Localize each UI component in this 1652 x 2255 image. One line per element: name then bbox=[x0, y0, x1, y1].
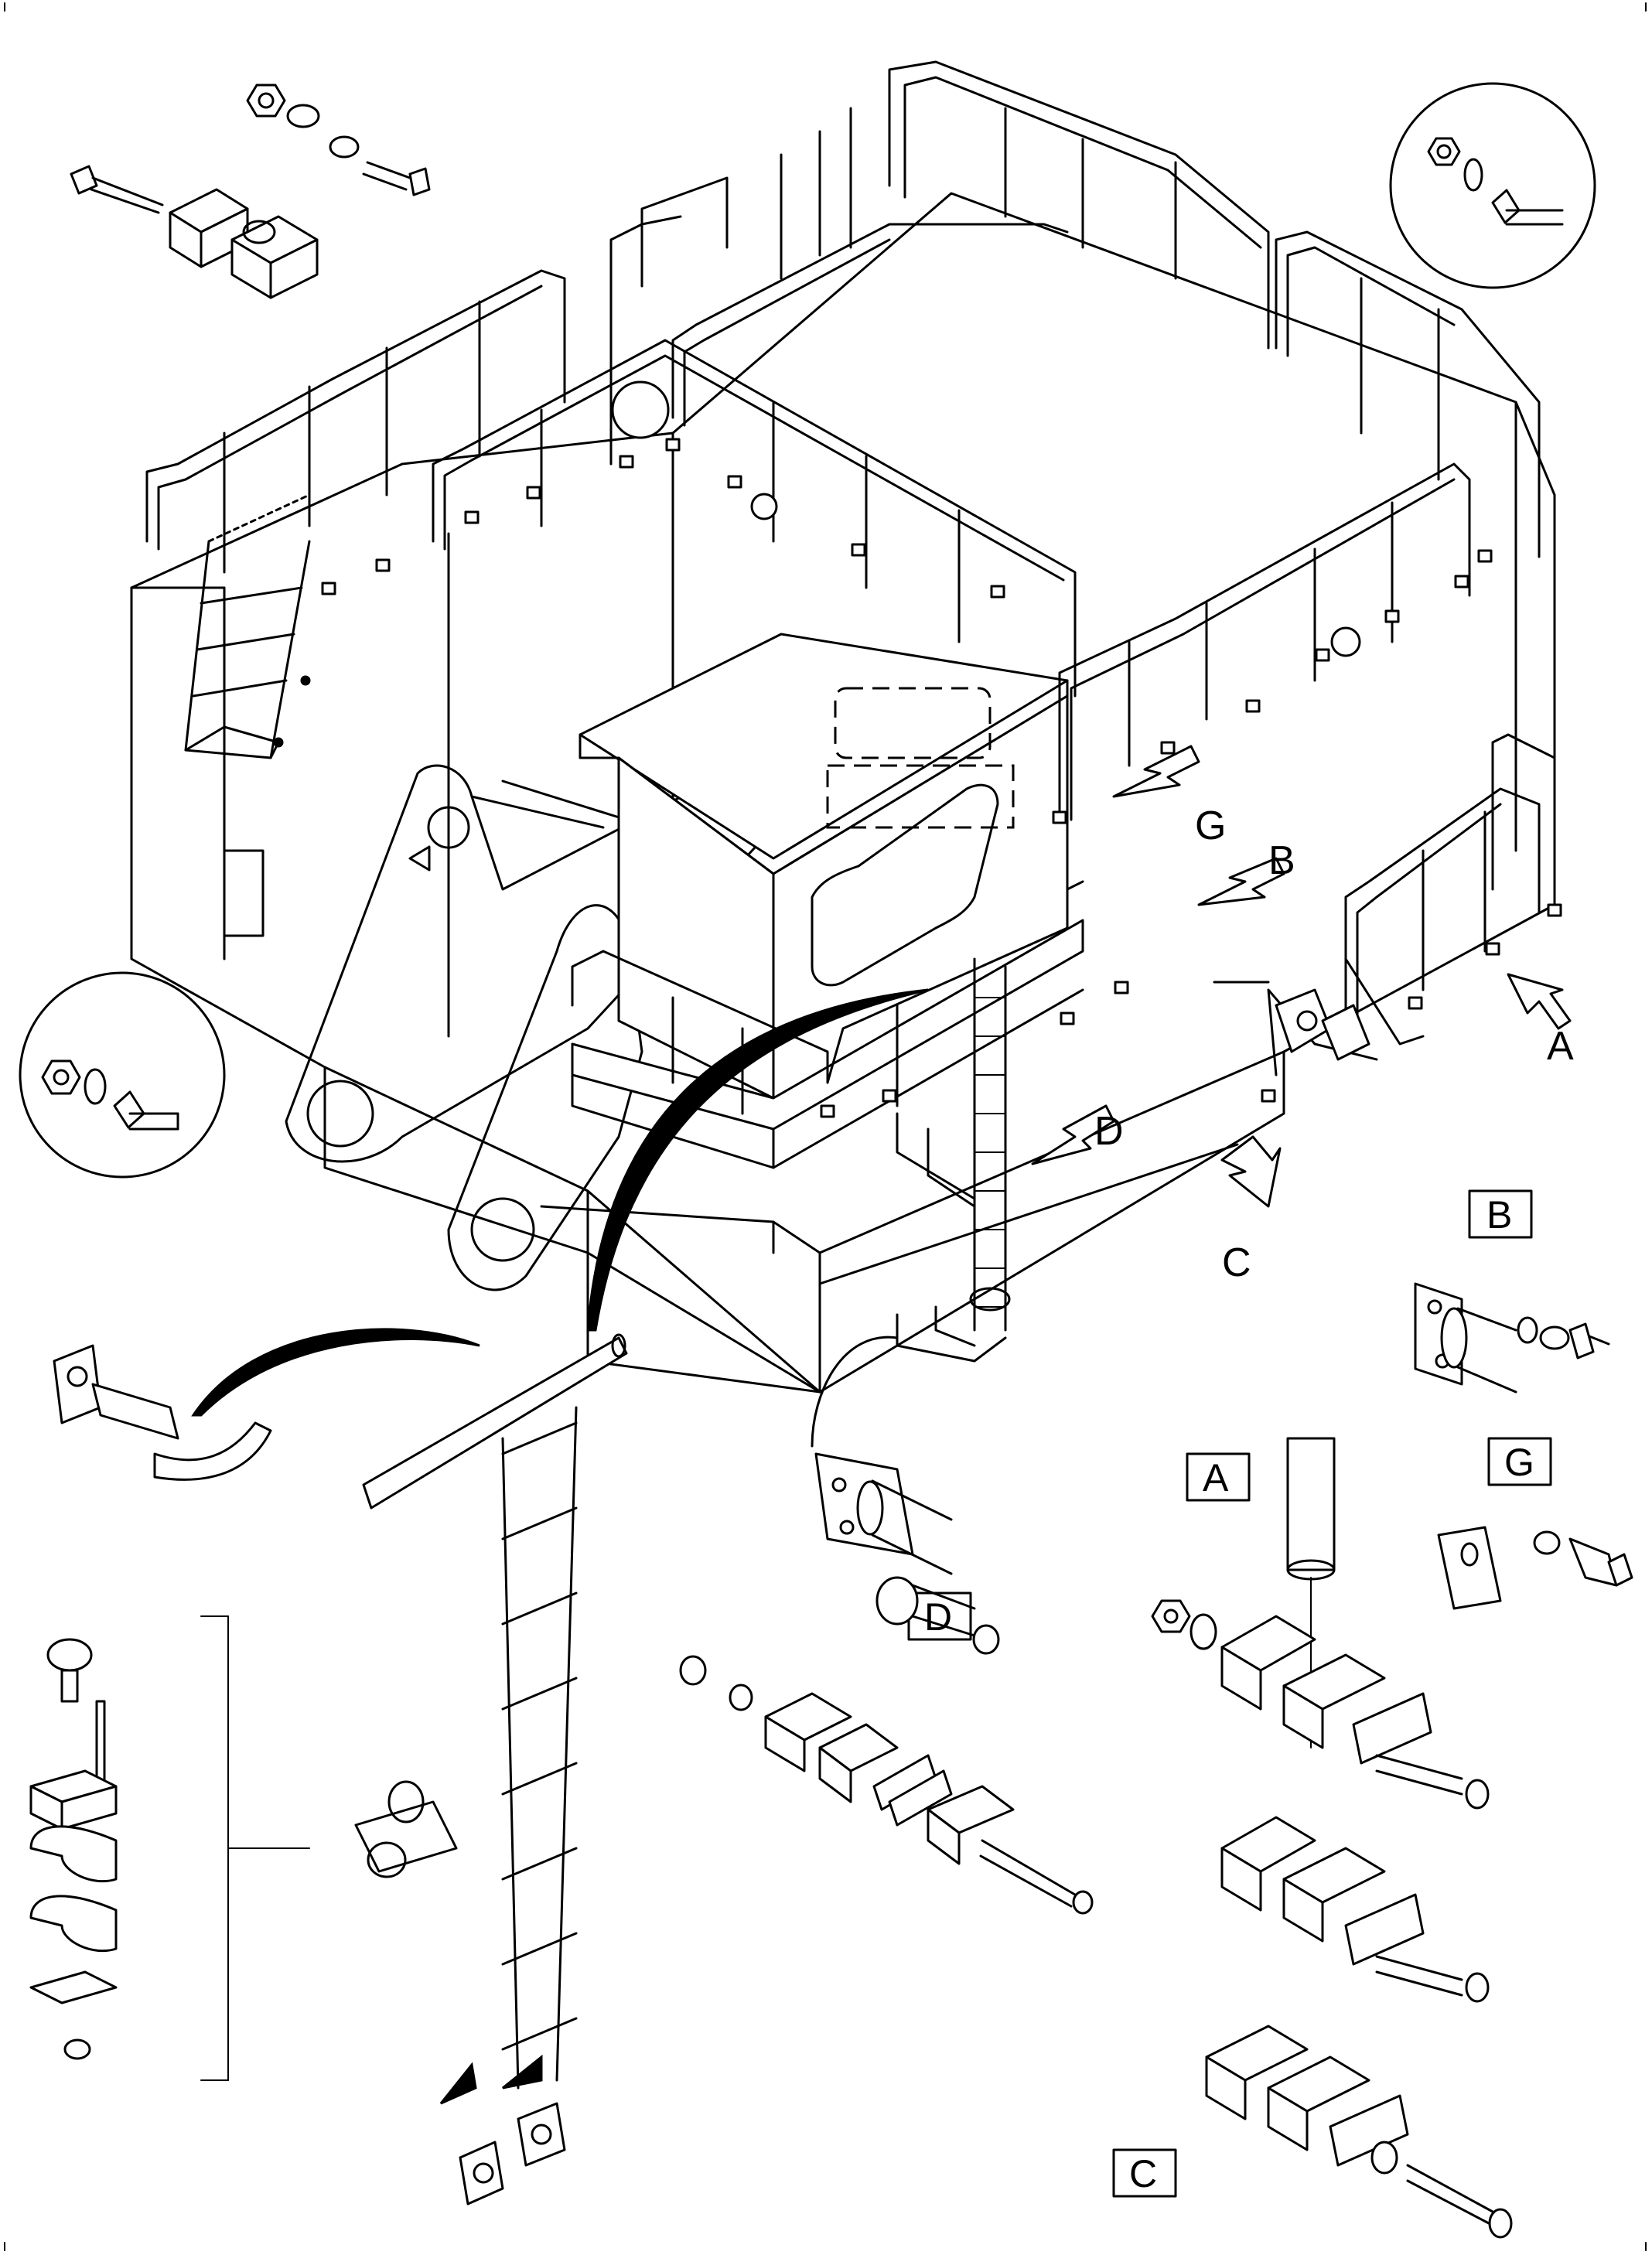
pin-detail bbox=[814, 1452, 1000, 1655]
front-platform bbox=[571, 919, 1084, 1169]
callout-b-label: B bbox=[1268, 838, 1295, 883]
sphere-right bbox=[1330, 626, 1361, 657]
detail-box-c bbox=[1112, 2148, 1177, 2198]
operator-cab bbox=[579, 633, 1069, 1100]
handrails bbox=[145, 60, 1562, 1118]
arrow-d bbox=[1031, 1104, 1115, 1165]
hook-bracket bbox=[53, 1344, 272, 1481]
detail-c: C bbox=[1112, 2025, 1513, 2239]
arrow-g bbox=[1112, 745, 1200, 798]
callout-g-label: G bbox=[1195, 803, 1226, 848]
rail-mounting-pads bbox=[321, 438, 1562, 1118]
top-left-parts bbox=[70, 84, 431, 299]
detail-box-a bbox=[1186, 1452, 1251, 1502]
sphere-small bbox=[750, 493, 778, 520]
leader-curves bbox=[191, 988, 929, 2105]
detail-g-label: G bbox=[1504, 1441, 1534, 1484]
detail-box-b bbox=[1468, 1189, 1533, 1239]
boom-arms bbox=[223, 764, 775, 1291]
detail-g: G bbox=[1437, 1437, 1633, 1610]
arrow-b bbox=[1197, 857, 1285, 906]
callout-arrows bbox=[1031, 745, 1572, 1208]
detail-b: B bbox=[1414, 1189, 1610, 1394]
arrow-a bbox=[1507, 973, 1572, 1030]
callout-a-label: A bbox=[1547, 1024, 1574, 1069]
sphere-large bbox=[611, 380, 670, 439]
detail-box-d bbox=[907, 1591, 972, 1641]
front-ladder bbox=[896, 965, 1011, 1363]
right-steps bbox=[1213, 957, 1425, 1076]
detail-d-label: D bbox=[924, 1595, 952, 1639]
detail-a-label: A bbox=[1203, 1456, 1229, 1499]
detail-c-label: C bbox=[1129, 2152, 1157, 2195]
ring-bolt-parts bbox=[29, 1615, 458, 2081]
corner-marks bbox=[4, 2, 1647, 2251]
detail-a: A bbox=[1151, 1437, 1490, 2003]
detail-circle-left bbox=[19, 971, 226, 1179]
detail-d: D bbox=[679, 1591, 1094, 1915]
rope-ladder-detail bbox=[362, 1333, 628, 2206]
detail-box-g bbox=[1487, 1437, 1552, 1486]
detail-circle-right bbox=[1389, 82, 1596, 289]
detail-b-label: B bbox=[1486, 1193, 1512, 1237]
left-ladder bbox=[184, 493, 311, 759]
callout-c-label: C bbox=[1222, 1240, 1251, 1285]
callout-d-label: D bbox=[1094, 1109, 1124, 1154]
arrow-c bbox=[1220, 1135, 1282, 1208]
